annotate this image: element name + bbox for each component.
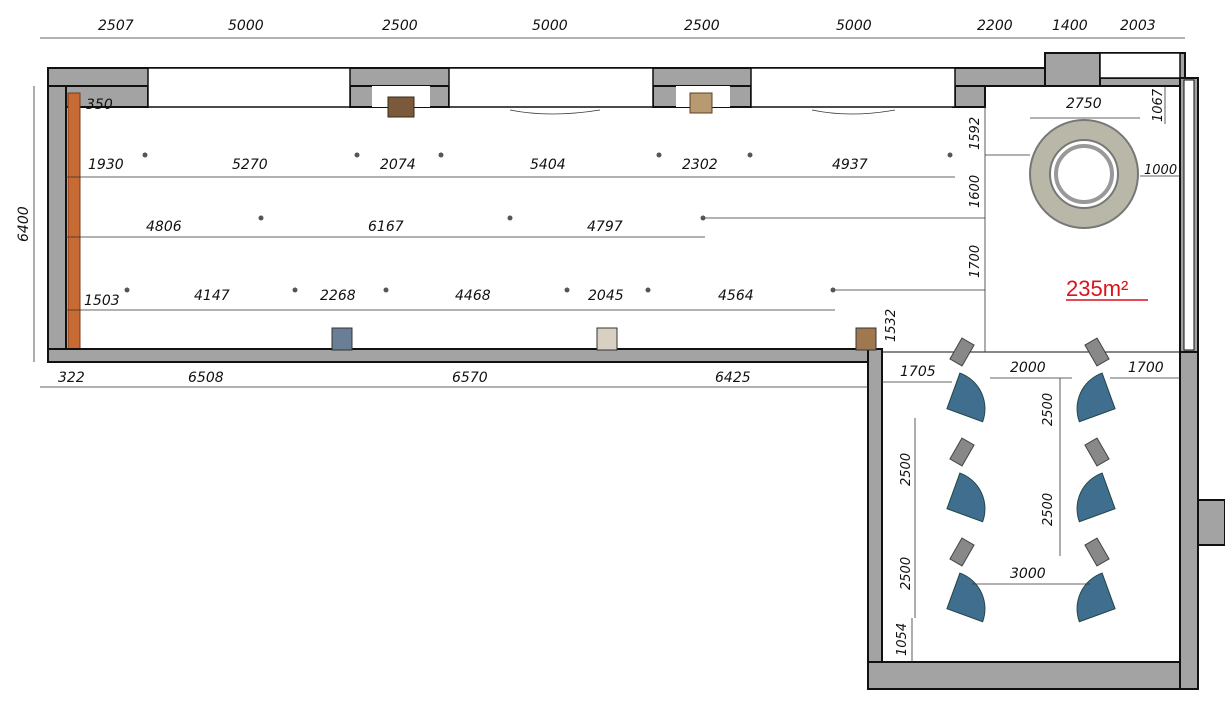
kiosk-dimensions: 2750 1067 1000 — [1066, 88, 1177, 178]
sill-2 — [811, 109, 896, 115]
chair-icon — [949, 437, 975, 467]
top-dim-8: 1400 — [1052, 18, 1088, 34]
seat-dim-h4: 3000 — [1010, 566, 1046, 582]
right-wall-stub — [1197, 499, 1225, 546]
display-item-1 — [387, 96, 415, 118]
seat-dim-v3: 2500 — [1041, 493, 1056, 526]
row3-dim-1: 1503 — [84, 293, 120, 309]
top-dim-5: 2500 — [684, 18, 720, 34]
row1-dim-6: 4937 — [832, 157, 868, 173]
window-4 — [1099, 52, 1181, 79]
row3-dim-6: 4564 — [718, 288, 754, 304]
pillar-4 — [954, 85, 986, 108]
desk-icon — [946, 572, 986, 623]
seat-group-5 — [946, 537, 986, 623]
accent-wall — [67, 92, 81, 350]
seat-group-6 — [1076, 537, 1116, 623]
bottom-dim-1: 322 — [58, 370, 85, 386]
row3-dim-3: 2268 — [320, 288, 356, 304]
area-label: 235m² — [1066, 276, 1128, 301]
row3-dimensions: 1503 4147 2268 4468 2045 4564 — [84, 288, 754, 309]
seat-group-3 — [946, 437, 986, 523]
chair-icon — [1084, 437, 1110, 467]
round-kiosk-inner — [1049, 139, 1119, 209]
kiosk-radius: 1000 — [1144, 163, 1177, 178]
row3-dim-4: 4468 — [455, 288, 491, 304]
window-1 — [147, 67, 351, 108]
top-dim-1: 2507 — [98, 18, 134, 34]
seat-dim-v4: 2500 — [899, 557, 914, 590]
seating-dimensions: 1705 2000 1700 3000 2500 2500 2500 2500 … — [895, 360, 1164, 656]
row3-dim-2: 4147 — [194, 288, 230, 304]
chair-icon — [949, 537, 975, 567]
bottom-dimensions: 322 6508 6570 6425 — [58, 370, 751, 386]
seat-dim-h1: 1705 — [900, 364, 936, 380]
right-wall-lower — [1179, 351, 1199, 690]
round-kiosk-ring — [1054, 144, 1114, 204]
row1-dim-5: 2302 — [682, 157, 718, 173]
seat-dim-v2: 2500 — [899, 453, 914, 486]
left-wall — [47, 85, 67, 363]
chair-icon — [1084, 537, 1110, 567]
desk-icon — [1076, 372, 1116, 423]
right-vertical-dimensions: 1592 1600 1700 1532 — [884, 117, 983, 342]
display-item-3 — [331, 327, 353, 351]
seating-bottom-wall — [867, 661, 1199, 690]
desk-icon — [1076, 472, 1116, 523]
top-dim-4: 5000 — [532, 18, 568, 34]
row1-dimensions: 1930 5270 2074 5404 2302 4937 — [88, 157, 868, 173]
vert-dim-3: 1700 — [968, 245, 983, 278]
vert-dim-2: 1600 — [968, 175, 983, 208]
top-dim-6: 5000 — [836, 18, 872, 34]
window-3 — [750, 67, 956, 108]
row1-dim-1: 1930 — [88, 157, 124, 173]
row2-dim-2: 6167 — [368, 219, 404, 235]
top-dim-3: 2500 — [382, 18, 418, 34]
row2-dim-1: 4806 — [146, 219, 182, 235]
desk-icon — [946, 372, 986, 423]
chair-icon — [949, 337, 975, 367]
row1-dim-4: 5404 — [530, 157, 566, 173]
window-2 — [448, 67, 654, 108]
seat-group-1 — [946, 337, 986, 423]
seating-left-wall — [867, 348, 883, 690]
sill-1 — [509, 109, 601, 115]
left-dim: 6400 — [16, 206, 32, 242]
chair-icon — [1084, 337, 1110, 367]
top-dim-2: 5000 — [228, 18, 264, 34]
kiosk-diameter: 2750 — [1066, 96, 1102, 112]
display-item-2 — [689, 92, 713, 114]
row1-dim-3: 2074 — [380, 157, 416, 173]
seat-group-4 — [1076, 437, 1116, 523]
kiosk-gap: 1067 — [1151, 88, 1166, 122]
bottom-wall — [47, 348, 869, 363]
display-item-5 — [855, 327, 877, 351]
bottom-dim-3: 6570 — [452, 370, 488, 386]
bottom-dim-2: 6508 — [188, 370, 224, 386]
top-dim-9: 2003 — [1120, 18, 1156, 34]
seat-dim-v5: 1054 — [895, 623, 910, 656]
seat-group-2 — [1076, 337, 1116, 423]
desk-icon — [1076, 572, 1116, 623]
display-item-4 — [596, 327, 618, 351]
top-wall-step — [1044, 52, 1101, 87]
right-window — [1183, 79, 1195, 351]
row2-dim-3: 4797 — [587, 219, 623, 235]
seat-dim-v1: 2500 — [1041, 393, 1056, 426]
seat-dim-h3: 1700 — [1128, 360, 1164, 376]
top-dim-7: 2200 — [977, 18, 1013, 34]
bottom-dim-4: 6425 — [715, 370, 751, 386]
row3-dim-5: 2045 — [588, 288, 624, 304]
desk-icon — [946, 472, 986, 523]
row1-dim-2: 5270 — [232, 157, 268, 173]
top-dimensions: 2507 5000 2500 5000 2500 5000 2200 1400 … — [98, 18, 1156, 34]
vert-dim-4: 1532 — [884, 309, 899, 342]
spot-markers — [124, 152, 953, 293]
vert-dim-1: 1592 — [968, 117, 983, 150]
row2-dimensions: 4806 6167 4797 — [146, 219, 623, 235]
seat-dim-h2: 2000 — [1010, 360, 1046, 376]
wall-offset-dim: 350 — [86, 97, 113, 113]
